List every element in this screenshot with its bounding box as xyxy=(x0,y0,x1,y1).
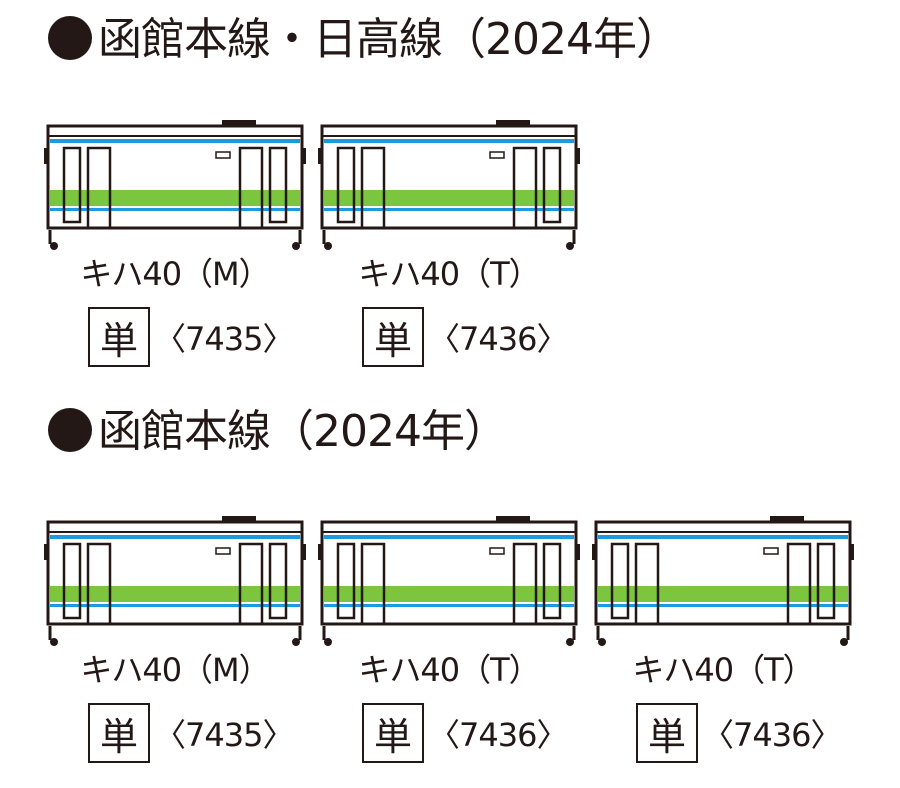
product-code-row: 単 〈7436〉 xyxy=(362,702,568,764)
railcar-illustration xyxy=(592,514,854,648)
product-code: 〈7435〉 xyxy=(154,716,294,754)
single-mark: 単 xyxy=(636,703,698,763)
product-code-row: 単 〈7436〉 xyxy=(362,306,568,368)
car-name: キハ40（T） xyxy=(358,255,540,293)
single-mark: 単 xyxy=(88,307,150,367)
product-code: 〈7436〉 xyxy=(428,716,568,754)
section-title-text: 函館本線・日高線（2024年） xyxy=(98,14,680,65)
single-mark: 単 xyxy=(362,307,424,367)
section-title-text: 函館本線（2024年） xyxy=(98,406,508,457)
single-mark: 単 xyxy=(362,703,424,763)
product-code-row: 単 〈7435〉 xyxy=(88,702,294,764)
single-mark: 単 xyxy=(88,703,150,763)
section-title: 函館本線（2024年） xyxy=(48,402,508,462)
product-code: 〈7436〉 xyxy=(428,320,568,358)
car-name: キハ40（M） xyxy=(80,651,270,689)
car-name: キハ40（T） xyxy=(632,651,814,689)
railcar-kiha40-m: キハ40（M） 単 〈7435〉 xyxy=(44,118,306,367)
product-code: 〈7435〉 xyxy=(154,320,294,358)
railcar-kiha40-t: キハ40（T） 単 〈7436〉 xyxy=(592,514,854,763)
railcar-illustration xyxy=(318,118,580,252)
railcar-illustration xyxy=(44,118,306,252)
product-code-row: 単 〈7436〉 xyxy=(636,702,842,764)
railcar-kiha40-t: キハ40（T） 単 〈7436〉 xyxy=(318,514,580,763)
railcar-kiha40-t: キハ40（T） 単 〈7436〉 xyxy=(318,118,580,367)
car-name: キハ40（T） xyxy=(358,651,540,689)
section-title: 函館本線・日高線（2024年） xyxy=(48,10,680,70)
railcar-kiha40-m: キハ40（M） 単 〈7435〉 xyxy=(44,514,306,763)
section-hakodate-hidaka: 函館本線・日高線（2024年） キハ40（M） 単 〈7435〉 xyxy=(0,0,900,390)
car-name: キハ40（M） xyxy=(80,255,270,293)
product-code-row: 単 〈7435〉 xyxy=(88,306,294,368)
railcar-illustration xyxy=(44,514,306,648)
bullet-icon xyxy=(48,16,92,60)
railcar-illustration xyxy=(318,514,580,648)
bullet-icon xyxy=(48,408,92,452)
product-code: 〈7436〉 xyxy=(702,716,842,754)
section-hakodate: 函館本線（2024年） キハ40（M） 単 〈7435〉 xyxy=(0,392,900,788)
